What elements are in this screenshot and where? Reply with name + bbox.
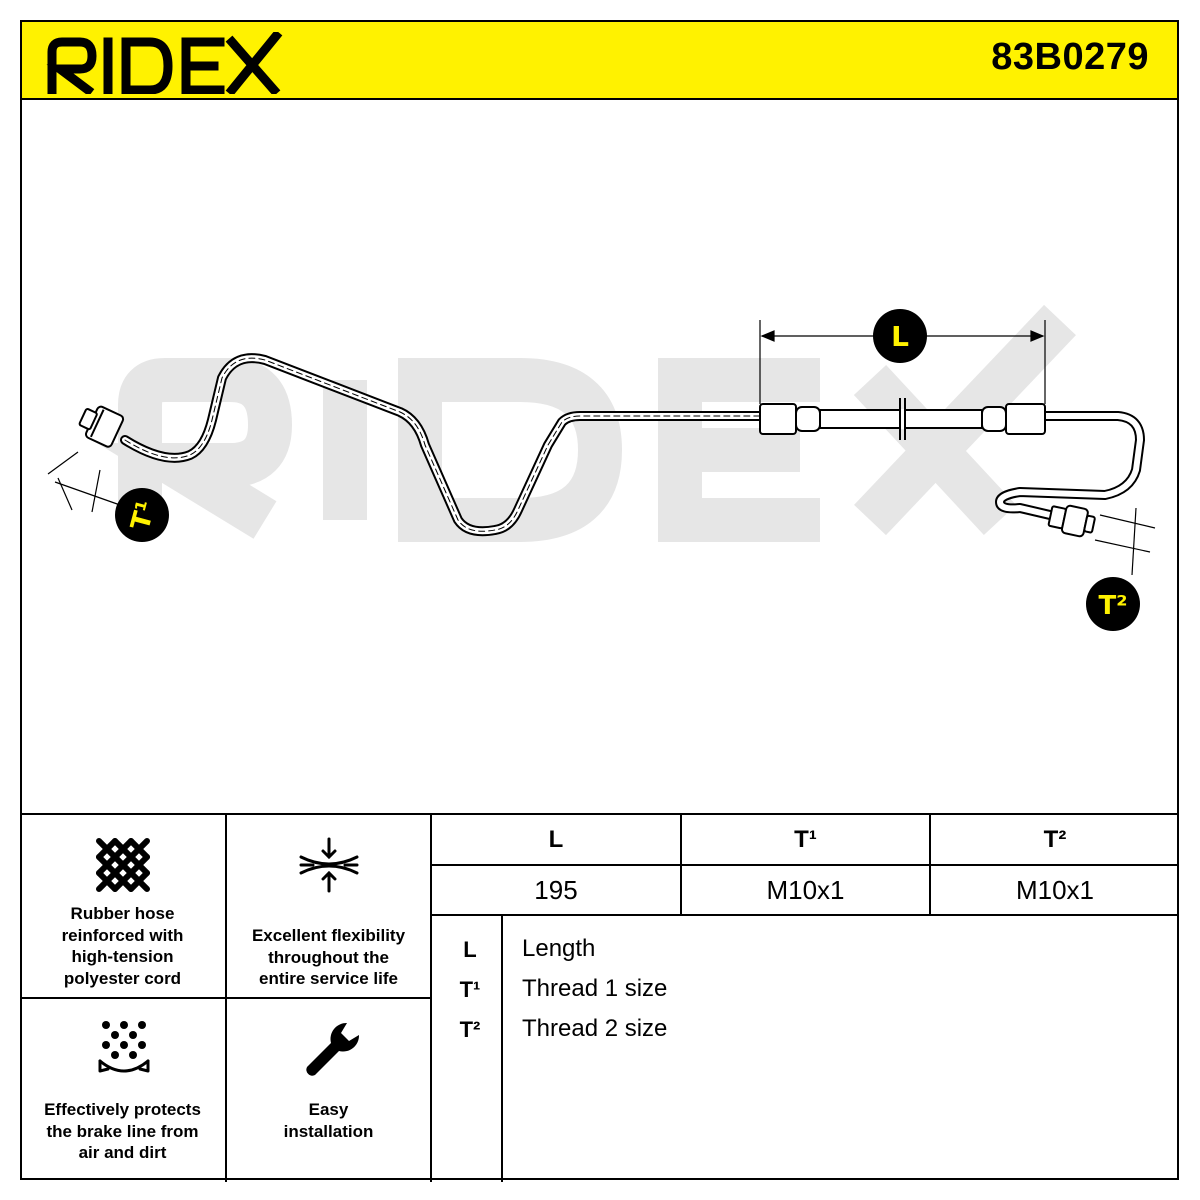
rubber-hose-section [759,398,1046,440]
legend-desc-length: Length [522,935,596,962]
divider [501,915,503,1182]
legend-code-length: L [463,937,477,962]
feature-text: Easy installation [283,1100,374,1141]
fitting-t1 [78,405,125,448]
spec-value-thread1: M10x1 [766,875,845,905]
spec-header-thread2: T² [1043,825,1067,853]
brake-pipe [120,353,1145,537]
feature-installation: Easy installation [227,999,430,1182]
legend-desc-thread2: Thread 2 size [522,1015,668,1042]
spec-header-thread1: T¹ [794,825,817,853]
feature-text: Rubber hose reinforced with high-tension… [61,904,184,988]
divider [20,997,430,999]
badge-thread2: T² [1086,577,1140,631]
dirt-protection-icon [98,1021,150,1073]
divider [430,815,432,1182]
legend-code-thread1: T¹ [459,977,481,1002]
flex-compress-icon [299,837,359,893]
badge-length: L [873,309,927,363]
badge-thread1: T¹ [115,488,169,542]
legend-desc-thread1: Thread 1 size [522,975,668,1002]
wrench-icon [306,1022,360,1076]
badge-length-label: L [891,320,909,353]
feature-flexibility: Excellent flexibility throughout the ent… [227,815,430,997]
spec-value-thread2: M10x1 [1015,875,1095,905]
technical-drawing: L T¹ T² [20,100,1179,813]
spec-value-length: 195 [534,875,578,905]
feature-protection: Effectively protects the brake line from… [20,999,225,1182]
feature-text: Effectively protects the brake line from… [44,1100,201,1162]
spec-header-length: L [548,825,564,853]
feature-text: Excellent flexibility throughout the ent… [251,926,406,988]
brake-hose-diagram: L T¹ T² [47,304,1156,631]
fitting-t2 [1047,504,1096,538]
legend-code-thread2: T² [459,1017,481,1042]
badge-thread2-label: T² [1098,591,1127,621]
header-bar: 83B0279 [20,20,1179,100]
crosshatch-cord-icon [96,838,150,892]
part-number: 83B0279 [991,36,1149,78]
divider [430,864,1179,866]
divider [430,914,1179,916]
ridex-logo [46,32,283,94]
info-section: Rubber hose reinforced with high-tension… [20,813,1179,1182]
feature-rubber-hose: Rubber hose reinforced with high-tension… [20,815,225,997]
watermark-logo [96,304,1076,542]
